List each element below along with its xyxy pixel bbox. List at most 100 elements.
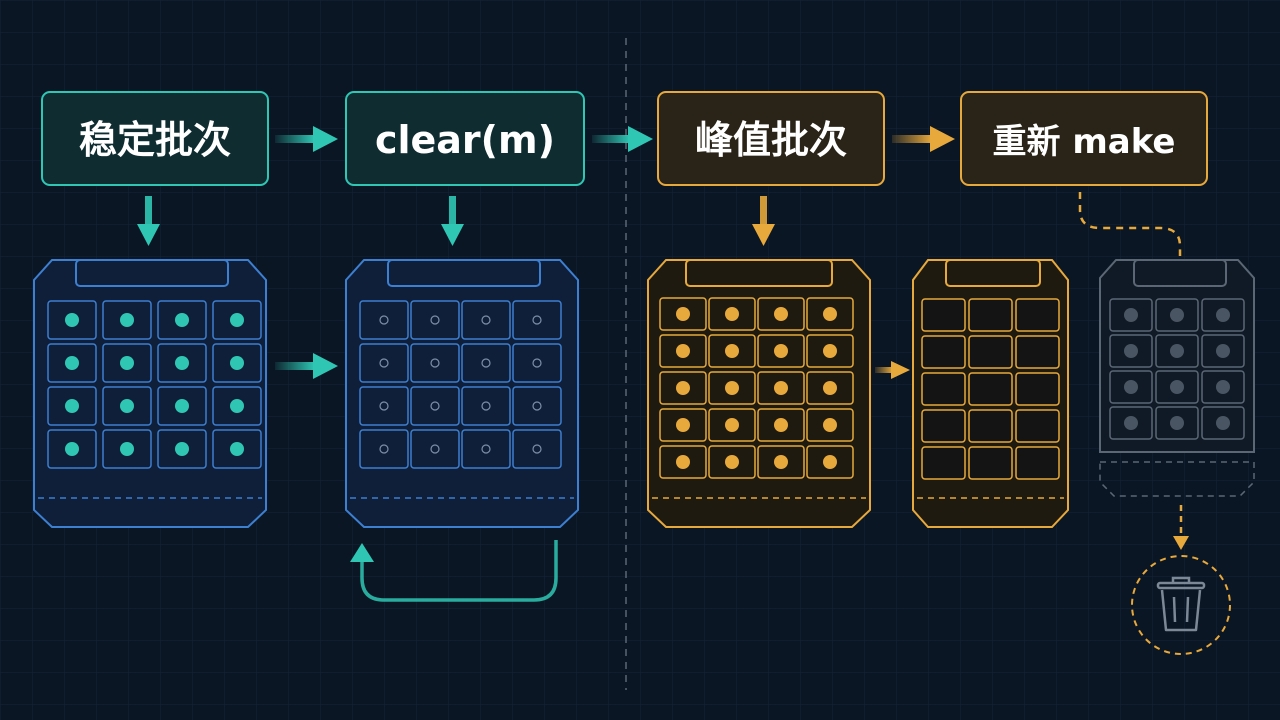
slot-cell bbox=[1015, 335, 1060, 369]
slot-cell bbox=[659, 297, 707, 331]
slot-cell bbox=[921, 446, 966, 480]
slot-dot bbox=[1124, 416, 1138, 430]
slot-cell bbox=[921, 335, 966, 369]
slot-empty-ring bbox=[481, 358, 491, 368]
slot-cell bbox=[410, 300, 460, 340]
slot-dot bbox=[1170, 416, 1184, 430]
container-stable-full bbox=[33, 259, 267, 528]
slot-cell bbox=[806, 445, 854, 479]
slot-cell bbox=[1201, 406, 1245, 440]
arrow-down-clear bbox=[441, 196, 464, 246]
slot-cell bbox=[806, 334, 854, 368]
slot-empty-ring bbox=[532, 315, 542, 325]
slot-dot bbox=[725, 455, 739, 469]
container-remade-empty bbox=[912, 259, 1069, 528]
slot-cell bbox=[1155, 406, 1199, 440]
slot-empty-ring bbox=[481, 315, 491, 325]
slot-empty-ring bbox=[532, 358, 542, 368]
slot-cell bbox=[359, 386, 409, 426]
slot-cell bbox=[410, 343, 460, 383]
slot-cell bbox=[708, 297, 756, 331]
slot-cell bbox=[968, 298, 1013, 332]
slot-cell bbox=[708, 445, 756, 479]
slot-dot bbox=[120, 399, 134, 413]
slot-cell bbox=[212, 429, 262, 469]
slot-cell bbox=[659, 408, 707, 442]
slot-cell bbox=[1155, 370, 1199, 404]
slot-cell bbox=[157, 343, 207, 383]
slot-dot bbox=[774, 307, 788, 321]
slot-cell bbox=[659, 334, 707, 368]
slot-cell bbox=[512, 300, 562, 340]
slot-dot bbox=[725, 418, 739, 432]
slot-cell bbox=[512, 429, 562, 469]
container-tab bbox=[1133, 259, 1227, 287]
slot-cell bbox=[512, 386, 562, 426]
slot-cell bbox=[461, 343, 511, 383]
slot-cell bbox=[968, 372, 1013, 406]
slot-empty-ring bbox=[379, 358, 389, 368]
slot-dot bbox=[1170, 380, 1184, 394]
slot-dot bbox=[725, 307, 739, 321]
slot-dot bbox=[774, 381, 788, 395]
slot-grid bbox=[47, 300, 262, 469]
slot-cell bbox=[757, 334, 805, 368]
slot-cell bbox=[359, 343, 409, 383]
slot-grid bbox=[1109, 298, 1245, 440]
slot-cell bbox=[47, 386, 97, 426]
slot-cell bbox=[157, 386, 207, 426]
slot-empty-ring bbox=[532, 444, 542, 454]
container-tab bbox=[75, 259, 229, 287]
slot-grid bbox=[659, 297, 854, 479]
slot-cell bbox=[410, 429, 460, 469]
loop-arrow-icon bbox=[350, 540, 558, 602]
arrow-down-peak bbox=[752, 196, 775, 246]
slot-dot bbox=[175, 442, 189, 456]
slot-empty-ring bbox=[379, 315, 389, 325]
arrow-down-stable bbox=[137, 196, 160, 246]
stable-batch-box: 稳定批次 bbox=[41, 91, 269, 186]
slot-cell bbox=[47, 429, 97, 469]
slot-cell bbox=[1201, 298, 1245, 332]
arrow-peak-container-to-remade bbox=[875, 361, 910, 379]
slot-cell bbox=[708, 408, 756, 442]
slot-cell bbox=[461, 429, 511, 469]
trash-icon bbox=[1131, 555, 1231, 655]
slot-dot bbox=[65, 313, 79, 327]
slot-dot bbox=[725, 381, 739, 395]
slot-dot bbox=[774, 418, 788, 432]
slot-cell bbox=[968, 446, 1013, 480]
slot-cell bbox=[461, 300, 511, 340]
slot-empty-ring bbox=[430, 401, 440, 411]
slot-cell bbox=[659, 371, 707, 405]
container-tab bbox=[387, 259, 541, 287]
slot-cell bbox=[968, 335, 1013, 369]
slot-dot bbox=[1170, 344, 1184, 358]
slot-dot bbox=[774, 455, 788, 469]
slot-cell bbox=[1015, 298, 1060, 332]
slot-cell bbox=[47, 343, 97, 383]
container-dashed-bottom bbox=[1099, 461, 1255, 497]
slot-dot bbox=[676, 344, 690, 358]
slot-dot bbox=[1124, 308, 1138, 322]
slot-dot bbox=[65, 442, 79, 456]
stable-batch-label: 稳定批次 bbox=[79, 118, 231, 162]
arrow-peak-to-remake bbox=[892, 126, 955, 152]
slot-dot bbox=[725, 344, 739, 358]
dashed-connector-remake bbox=[1078, 192, 1182, 256]
arrow-down-to-trash bbox=[1173, 505, 1189, 550]
slot-cell bbox=[1109, 406, 1153, 440]
slot-cell bbox=[1201, 334, 1245, 368]
arrow-stable-container-to-cleared bbox=[275, 353, 338, 379]
slot-cell bbox=[212, 386, 262, 426]
slot-empty-ring bbox=[379, 444, 389, 454]
slot-empty-ring bbox=[430, 315, 440, 325]
slot-cell bbox=[359, 429, 409, 469]
slot-cell bbox=[1155, 298, 1199, 332]
slot-dot bbox=[175, 399, 189, 413]
arrow-stable-to-clear bbox=[275, 126, 338, 152]
slot-dot bbox=[823, 455, 837, 469]
clear-op-box: clear(m) bbox=[345, 91, 585, 186]
slot-dot bbox=[230, 399, 244, 413]
slot-cell bbox=[1109, 298, 1153, 332]
